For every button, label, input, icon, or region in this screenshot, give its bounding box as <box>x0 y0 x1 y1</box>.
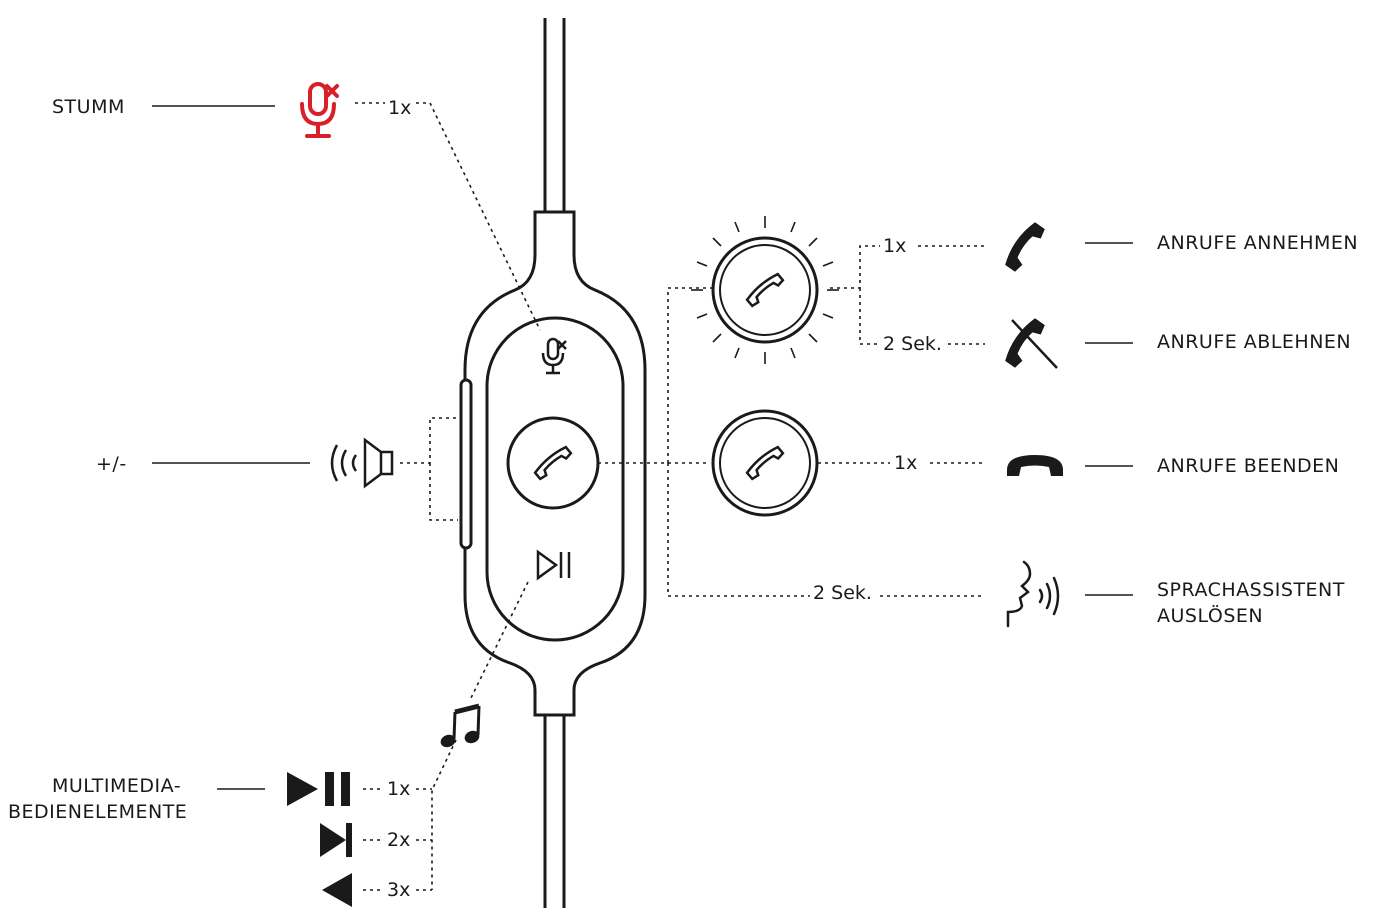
end-count: 1x <box>891 452 921 474</box>
answer-button-illustration <box>691 216 839 364</box>
end-label: ANRUFE BEENDEN <box>1157 455 1340 477</box>
assistant-label-line1: SPRACHASSISTENT <box>1157 579 1345 601</box>
multimedia-label-line1: MULTIMEDIA- <box>52 775 182 797</box>
multimedia-label-line2: BEDIENELEMENTE <box>8 801 188 823</box>
next-count: 2x <box>384 829 414 851</box>
mute-label: STUMM <box>52 96 125 118</box>
speaker-icon <box>330 437 394 489</box>
answer-count: 1x <box>880 235 910 257</box>
end-button-illustration <box>711 409 819 517</box>
play-pause-icon <box>287 772 350 806</box>
remote-call-button[interactable] <box>506 416 600 510</box>
reject-label: ANRUFE ABLEHNEN <box>1157 331 1352 353</box>
play-pause-count: 1x <box>384 778 414 800</box>
dotted-connectors <box>355 102 985 891</box>
answer-label: ANRUFE ANNEHMEN <box>1157 232 1359 254</box>
reject-phone-icon <box>1005 318 1058 369</box>
previous-track-icon <box>322 873 352 907</box>
voice-assistant-icon <box>1006 560 1060 628</box>
leader-lines <box>152 105 1133 790</box>
assistant-label-line2: AUSLÖSEN <box>1157 605 1264 627</box>
hangup-phone-icon <box>1007 455 1063 476</box>
cable <box>543 18 566 908</box>
volume-label: +/- <box>96 453 127 475</box>
remote-mute-icon[interactable] <box>541 337 567 375</box>
phone-icon <box>533 445 573 481</box>
mute-count: 1x <box>385 97 415 119</box>
answer-phone-icon <box>1005 222 1045 272</box>
remote-play-pause-icon[interactable] <box>536 549 571 581</box>
assistant-count: 2 Sek. <box>810 582 875 604</box>
previous-count: 3x <box>384 879 414 901</box>
reject-count: 2 Sek. <box>880 333 945 355</box>
glow-rays <box>691 216 839 364</box>
next-track-icon <box>320 823 352 857</box>
mute-mic-icon <box>300 82 339 138</box>
music-note-icon <box>440 703 481 748</box>
